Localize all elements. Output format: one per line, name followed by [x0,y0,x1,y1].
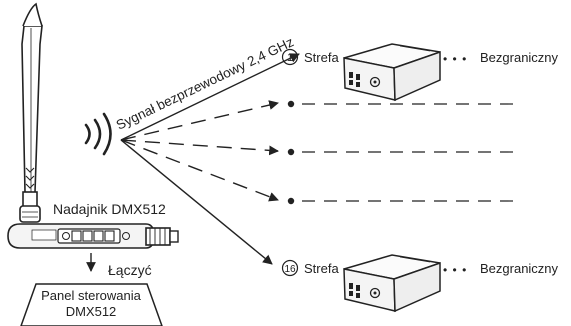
arrow-to-zone-mid [120,139,279,156]
arrow-to-zone-2 [120,100,279,141]
zone-number-badge [281,48,299,66]
zone-label: Strefa [304,261,339,276]
panel-label-line1: Panel sterowania [41,288,141,303]
arrow-to-zone-1 [120,53,300,141]
zone-suffix: Bezgraniczny [480,261,559,276]
transmitter-label: Nadajnik DMX512 [53,201,166,217]
zone-number: 16 [284,264,296,275]
connect-label: Łączyć [108,262,152,278]
signal-arrows [120,53,300,265]
zone-ellipsis: • • • [443,263,467,277]
arrow-to-zone-15 [120,139,279,202]
panel-label-line2: DMX512 [66,304,117,319]
placeholder-zone-rows [287,100,522,205]
zone-1-row: 1 Strefa • • • Bezgraniczny [281,43,559,102]
receiver-controller-icon [343,254,441,313]
receiver-controller-icon [343,43,441,102]
zone-label: Strefa [304,50,339,65]
signal-label: Sygnał bezprzewodowy 2,4 GHz [114,34,296,133]
wireless-waves-icon [84,112,112,156]
arrow-to-zone-16 [120,139,273,265]
zone-number-badge [281,259,299,277]
zone-number: 1 [287,52,293,64]
zone-ellipsis: • • • [443,52,467,66]
transmitter-device-icon [7,223,179,249]
zone-16-row: 16 Strefa • • • Bezgraniczny [281,254,559,313]
control-panel-box: Panel sterowania DMX512 [20,283,163,326]
zone-suffix: Bezgraniczny [480,50,559,65]
antenna-icon [19,2,43,223]
